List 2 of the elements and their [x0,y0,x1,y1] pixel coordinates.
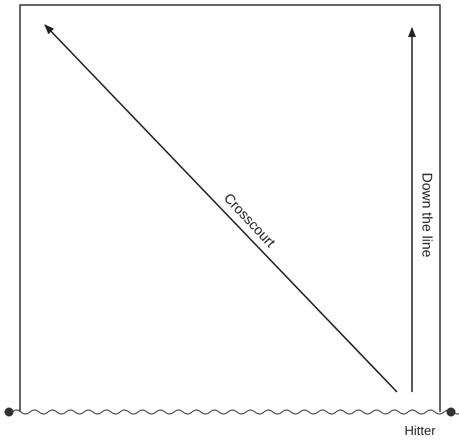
player-label: Hitter [404,423,436,439]
shot-label: Down the line [418,172,435,258]
